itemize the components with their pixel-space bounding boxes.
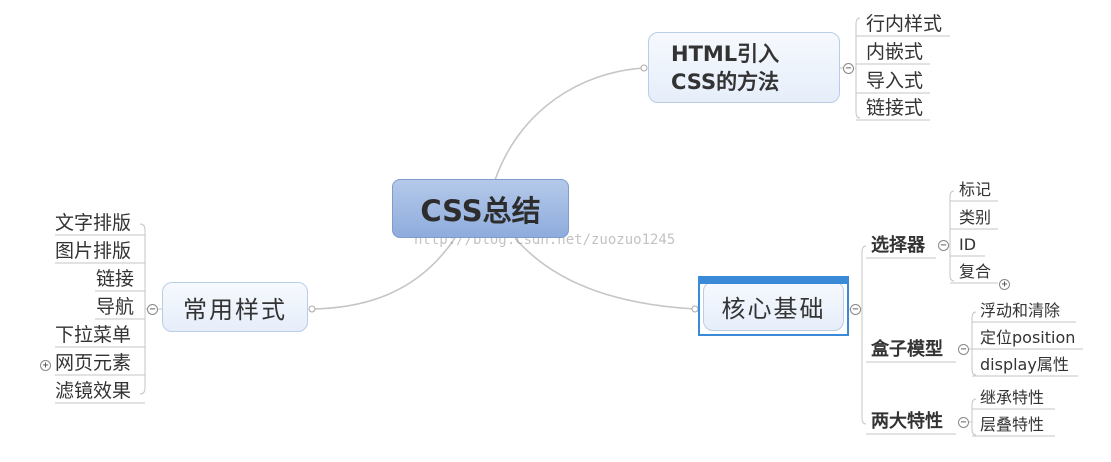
collapse-toggle-html-import[interactable]: −: [843, 63, 854, 74]
leaf-image-layout[interactable]: 图片排版: [55, 240, 132, 262]
leaf-float-clear[interactable]: 浮动和清除: [980, 301, 1061, 320]
leaf-selector-id[interactable]: ID: [959, 235, 977, 254]
leaf-embedded[interactable]: 内嵌式: [866, 41, 924, 63]
expand-toggle-compound[interactable]: +: [999, 279, 1010, 290]
anchor-dot-html: [640, 64, 648, 72]
connector-features-bracket: [971, 398, 977, 436]
collapse-toggle-common-styles[interactable]: −: [147, 304, 158, 315]
leaf-linked[interactable]: 链接式: [866, 97, 924, 119]
leaf-position[interactable]: 定位position: [980, 328, 1076, 347]
collapse-toggle-two-features[interactable]: −: [958, 417, 969, 428]
collapse-toggle-box-model[interactable]: −: [958, 344, 969, 355]
collapse-toggle-selectors[interactable]: −: [938, 240, 949, 251]
leaf-links[interactable]: 链接: [96, 268, 135, 290]
branch-common-styles[interactable]: 常用样式: [162, 282, 308, 332]
collapse-toggle-core[interactable]: −: [850, 304, 861, 315]
connector-box-model-bracket: [971, 311, 977, 376]
leaf-selector-tag[interactable]: 标记: [959, 180, 992, 199]
subtopic-selectors[interactable]: 选择器: [871, 235, 925, 256]
leaf-filter-effects[interactable]: 滤镜效果: [55, 380, 132, 402]
subtopic-box-model[interactable]: 盒子模型: [871, 339, 943, 360]
connector-selectors-bracket: [949, 190, 955, 282]
leaf-cascade[interactable]: 层叠特性: [980, 415, 1045, 434]
central-topic-label: CSS总结: [420, 193, 541, 228]
central-topic[interactable]: CSS总结: [392, 179, 569, 238]
leaf-selector-class[interactable]: 类别: [959, 208, 992, 227]
branch-html-import-line-1: HTML引入: [671, 41, 780, 66]
leaf-inheritance[interactable]: 继承特性: [980, 388, 1045, 407]
leaf-page-elements[interactable]: 网页元素: [55, 352, 132, 374]
branch-core-basics-label: 核心基础: [721, 294, 826, 323]
leaf-text-layout[interactable]: 文字排版: [55, 212, 132, 234]
connector-central-html: [494, 67, 645, 181]
leaf-imported[interactable]: 导入式: [866, 70, 924, 92]
connector-central-common: [311, 237, 456, 310]
branch-core-basics[interactable]: 核心基础: [698, 276, 849, 336]
leaf-inline-style[interactable]: 行内样式: [866, 13, 943, 35]
subtopic-two-features[interactable]: 两大特性: [871, 411, 943, 432]
leaf-display[interactable]: display属性: [980, 355, 1069, 374]
selection-indicator: [700, 278, 847, 284]
branch-common-styles-label: 常用样式: [183, 295, 287, 324]
leaf-selector-compound[interactable]: 复合: [959, 262, 992, 281]
branch-core-basics-inner: 核心基础: [703, 281, 844, 331]
branch-html-import-line-2: CSS的方法: [671, 69, 780, 94]
connector-html-bracket: [855, 17, 861, 119]
leaf-navigation[interactable]: 导航: [96, 296, 135, 318]
connector-core-bracket: [861, 245, 867, 425]
connector-central-core: [514, 237, 696, 310]
anchor-dot-common: [308, 305, 316, 313]
expand-toggle-page-elements[interactable]: +: [40, 360, 51, 371]
branch-html-import[interactable]: HTML引入 CSS的方法: [648, 32, 840, 103]
leaf-dropdown-menu[interactable]: 下拉菜单: [55, 324, 132, 346]
connector-common-bracket: [139, 223, 146, 395]
